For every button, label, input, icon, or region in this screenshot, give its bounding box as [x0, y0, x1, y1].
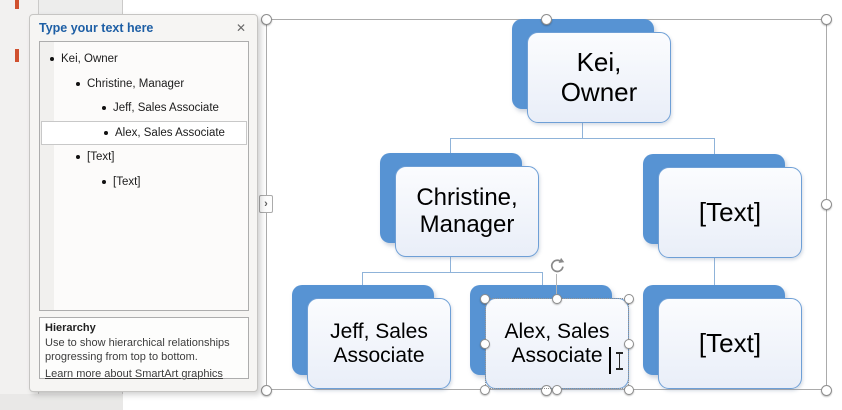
chevron-right-icon: › — [264, 198, 268, 210]
shape-selection-outline — [485, 298, 629, 389]
connector-kei-down — [582, 109, 584, 138]
shape-handle-bottom-left[interactable] — [480, 384, 490, 395]
text-pane-item-kei[interactable]: Kei, Owner — [40, 47, 248, 72]
text-pane-launcher-button[interactable]: › — [259, 195, 273, 213]
bullet-icon — [102, 179, 106, 184]
learn-more-link[interactable]: Learn more about SmartArt graphics — [45, 368, 223, 381]
text-pane-item-placeholder-3[interactable]: [Text] — [40, 170, 248, 195]
connector-to-jeff — [362, 272, 364, 286]
shape-handle-top-right[interactable] — [623, 293, 634, 304]
connector-to-placeholder-2 — [714, 138, 716, 155]
text-pane-item-alex[interactable]: Alex, Sales Associate — [41, 120, 247, 145]
text-pane-outline-list[interactable]: Kei, Owner Christine, Manager Jeff, Sale… — [39, 41, 249, 311]
node-label-kei[interactable]: Kei, Owner — [527, 32, 671, 123]
canvas-handle-top-right[interactable] — [821, 14, 832, 25]
org-node-placeholder-2[interactable]: [Text] — [643, 154, 802, 258]
text-pane-gutter — [40, 42, 54, 310]
node-label-placeholder-3[interactable]: [Text] — [658, 298, 802, 389]
shape-handle-mid-right[interactable] — [623, 339, 634, 349]
layout-description: Use to show hierarchical relationships p… — [45, 337, 230, 364]
node-label-placeholder-2[interactable]: [Text] — [658, 167, 802, 258]
node-label-jeff[interactable]: Jeff, Sales Associate — [307, 298, 451, 389]
text-caret — [609, 347, 611, 374]
bullet-icon — [76, 155, 80, 160]
node-label-alex[interactable]: Alex, Sales Associate — [485, 298, 629, 389]
shape-handle-mid-left[interactable] — [480, 339, 490, 349]
slide-thumbnail-accent — [15, 49, 19, 62]
text-pane-item-christine[interactable]: Christine, Manager — [40, 72, 248, 97]
bullet-icon — [50, 57, 54, 62]
node-label-christine[interactable]: Christine, Manager — [395, 166, 539, 257]
layout-info-box: Hierarchy Use to show hierarchical relat… — [39, 317, 249, 381]
i-beam-cursor-icon — [615, 352, 624, 370]
canvas-handle-bottom-left[interactable] — [261, 385, 272, 396]
app-background-bottom — [0, 394, 123, 410]
bullet-icon — [104, 130, 108, 135]
connector-level2-elbow — [362, 272, 543, 274]
connector-to-christine — [450, 138, 452, 154]
layout-name: Hierarchy — [45, 322, 96, 334]
rotation-handle-icon[interactable] — [547, 256, 567, 276]
org-node-jeff[interactable]: Jeff, Sales Associate — [292, 285, 451, 389]
connector-to-alex — [542, 272, 544, 286]
text-pane-title: Type your text here — [39, 21, 154, 35]
smartart-text-pane: Type your text here ✕ Kei, Owner Christi… — [29, 14, 258, 392]
org-node-christine[interactable]: Christine, Manager — [380, 153, 539, 257]
text-pane-item-placeholder-2[interactable]: [Text] — [40, 145, 248, 170]
close-icon[interactable]: ✕ — [235, 21, 247, 35]
slide-thumbnail-accent-top — [15, 0, 19, 9]
canvas-handle-bottom-right[interactable] — [821, 385, 832, 396]
bullet-icon — [102, 106, 106, 111]
shape-handle-top-center[interactable] — [551, 293, 562, 304]
shape-handle-bottom-center[interactable] — [551, 384, 562, 395]
connector-to-placeholder-3 — [714, 244, 716, 286]
shape-handle-top-left[interactable] — [480, 293, 490, 304]
canvas-handle-top-left[interactable] — [261, 14, 272, 25]
text-pane-item-jeff[interactable]: Jeff, Sales Associate — [40, 96, 248, 121]
shape-handle-bottom-right[interactable] — [623, 384, 634, 395]
canvas-handle-mid-right[interactable] — [821, 199, 832, 210]
org-node-alex[interactable]: Alex, Sales Associate — [470, 285, 629, 389]
org-node-placeholder-3[interactable]: [Text] — [643, 285, 802, 389]
canvas-handle-top-center[interactable] — [541, 14, 552, 25]
rotation-handle-stem — [556, 274, 557, 296]
connector-level1-elbow — [450, 137, 715, 139]
connector-christine-down — [450, 243, 452, 273]
org-node-kei[interactable]: Kei, Owner — [512, 19, 671, 123]
bullet-icon — [76, 81, 80, 86]
